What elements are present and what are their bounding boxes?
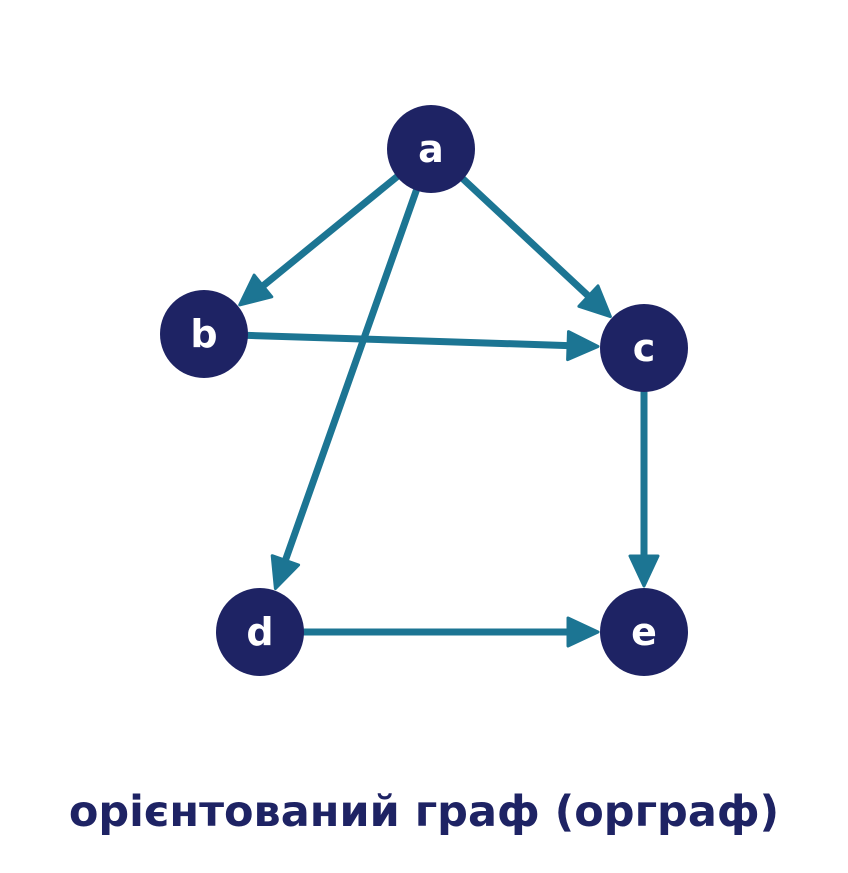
node-label: a	[418, 127, 444, 171]
arrowhead	[566, 616, 600, 648]
node-circle	[600, 304, 688, 392]
edge-a-d	[270, 186, 420, 591]
edge-d-e	[300, 616, 600, 648]
edge-line	[244, 331, 576, 350]
edge-line	[280, 186, 420, 568]
arrowhead	[628, 554, 660, 588]
nodes-layer: a b c d e	[160, 105, 688, 676]
arrowhead	[566, 330, 600, 362]
edge-c-e	[628, 388, 660, 588]
arrowhead	[270, 554, 301, 591]
arrowhead	[577, 284, 612, 319]
node-b: b	[160, 290, 248, 378]
node-label: c	[633, 326, 656, 370]
edges-layer	[238, 173, 660, 648]
node-circle	[387, 105, 475, 193]
node-c: c	[600, 304, 688, 392]
node-a: a	[387, 105, 475, 193]
diagram-caption: орієнтований граф (орграф)	[68, 787, 780, 837]
node-e: e	[600, 588, 688, 676]
node-circle	[216, 588, 304, 676]
edge-b-c	[244, 330, 600, 362]
edge-a-b	[238, 173, 401, 307]
directed-graph-diagram: a b c d e	[160, 105, 688, 676]
arrowhead	[238, 273, 274, 307]
edge-line	[459, 175, 595, 303]
node-circle	[600, 588, 688, 676]
node-label: b	[190, 312, 217, 356]
edge-line	[256, 173, 401, 293]
node-label: d	[246, 610, 273, 654]
node-d: d	[216, 588, 304, 676]
node-label: e	[631, 610, 657, 654]
node-circle	[160, 290, 248, 378]
edge-a-c	[459, 175, 612, 319]
